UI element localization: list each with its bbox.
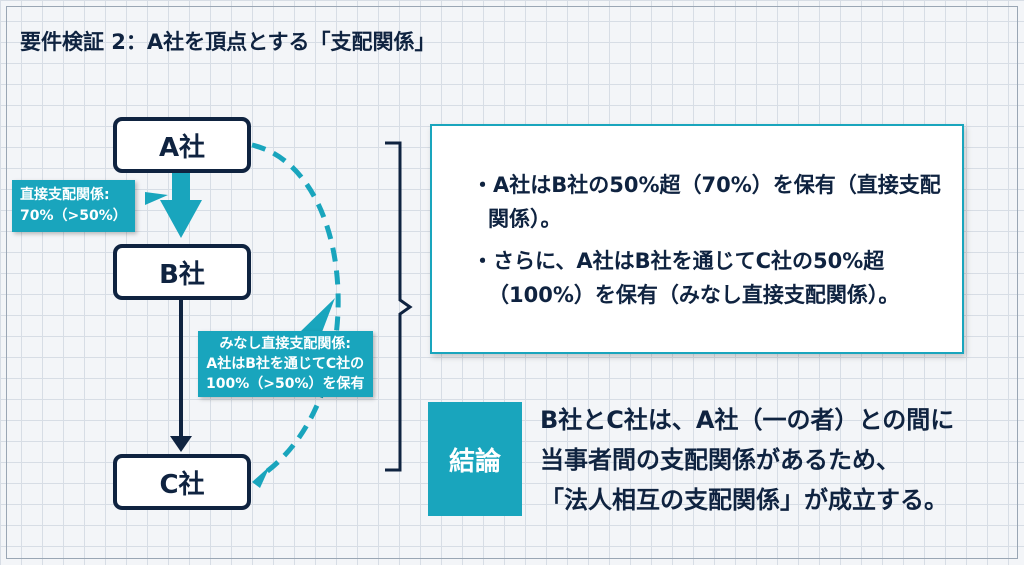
frame: [6, 6, 1018, 559]
conclusion-text: B社とC社は、A社（一の者）との間に 当事者間の支配関係があるため、 「法人相互…: [540, 400, 954, 520]
info-bullet: ・A社はB社の50%超（70%）を保有（直接支配関係）。: [472, 173, 941, 231]
direct-label-line: 直接支配関係:: [20, 187, 110, 203]
deemed-label-line: A社はB社を通じてC社の: [206, 356, 365, 372]
direct-arrow: [160, 172, 202, 238]
deemed-label-line: みなし直接支配関係:: [219, 336, 352, 352]
deemed-dashed-arc: [251, 142, 341, 478]
conclusion-line: 「法人相互の支配関係」が成立する。: [540, 486, 948, 514]
bracket: [385, 141, 413, 472]
conclusion-line: B社とC社は、A社（一の者）との間に: [540, 406, 955, 434]
info-bullet: ・さらに、A社はB社を通じてC社の50%超（100%）を保有（みなし直接支配関係…: [472, 249, 900, 307]
direct-label-line: 70%（>50%）: [20, 208, 127, 224]
label-pointer-1: [145, 192, 168, 205]
page-title: 要件検証 2：A社を頂点とする「支配関係」: [20, 30, 436, 54]
node-b: B社: [113, 244, 251, 300]
direct-label: 直接支配関係: 70%（>50%）: [12, 180, 135, 232]
conclusion-label: 結論: [428, 402, 522, 516]
node-c: C社: [113, 454, 251, 510]
node-a: A社: [113, 117, 251, 173]
conclusion-line: 当事者間の支配関係があるため、: [540, 446, 900, 474]
info-box: ・A社はB社の50%超（70%）を保有（直接支配関係）。 ・さらに、A社はB社を…: [430, 124, 964, 354]
deemed-arrowhead: [252, 466, 270, 488]
b-to-c-arrowhead: [170, 436, 192, 452]
label-pointer-2: [300, 298, 335, 332]
deemed-label: みなし直接支配関係: A社はB社を通じてC社の 100%（>50%）を保有: [198, 331, 373, 397]
deemed-label-line: 100%（>50%）を保有: [206, 376, 365, 392]
